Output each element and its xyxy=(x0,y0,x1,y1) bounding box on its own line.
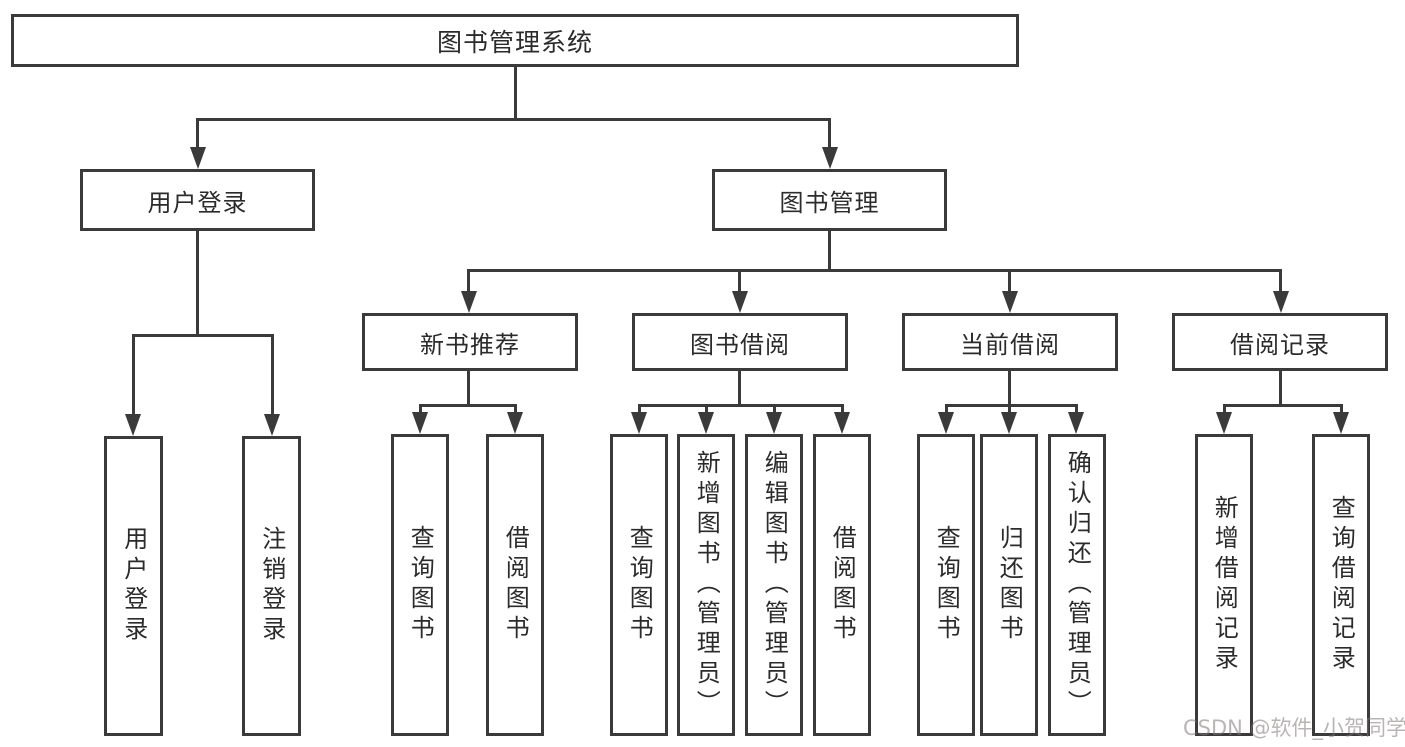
connector-line xyxy=(738,369,741,407)
leaf-label: 用户登录 xyxy=(119,526,148,646)
arrow-down xyxy=(190,147,206,169)
connector-line xyxy=(773,404,776,416)
node-library-management-system: 图书管理系统 xyxy=(11,14,1019,67)
connector-line xyxy=(196,118,831,121)
connector-line xyxy=(1223,404,1226,416)
leaf-label: 查询图书 xyxy=(406,525,435,645)
connector-line xyxy=(1075,404,1078,416)
node-current-borrowing: 当前借阅 xyxy=(902,313,1118,371)
connector-line xyxy=(1008,369,1011,407)
arrow-down xyxy=(264,414,280,436)
connector-line xyxy=(638,404,844,407)
leaf-label: 查询借阅记录 xyxy=(1327,495,1356,675)
leaf-label: 确认归还（管理员） xyxy=(1063,450,1092,720)
arrow-down xyxy=(1001,412,1017,434)
node-book-management: 图书管理 xyxy=(712,169,947,231)
leaf-label: 借阅图书 xyxy=(828,525,857,645)
connector-line xyxy=(1008,269,1011,295)
leaf-label: 新增借阅记录 xyxy=(1210,495,1239,675)
connector-line xyxy=(841,404,844,416)
node-label: 新书推荐 xyxy=(420,330,520,359)
connector-line xyxy=(1008,404,1011,416)
connector-line xyxy=(419,404,517,407)
connector-line xyxy=(132,334,135,417)
connector-line xyxy=(271,334,274,417)
node-label: 用户登录 xyxy=(147,188,248,217)
connector-line xyxy=(738,269,741,295)
arrow-down xyxy=(732,291,748,313)
connector-line xyxy=(1223,404,1343,407)
arrow-down xyxy=(1273,291,1289,313)
leaf-query-books-3: 查询图书 xyxy=(917,434,975,736)
node-user-login: 用户登录 xyxy=(80,169,315,231)
arrow-down xyxy=(1333,412,1349,434)
node-label: 借阅记录 xyxy=(1230,330,1330,359)
connector-line xyxy=(1340,404,1343,416)
leaf-label: 注销登录 xyxy=(257,526,286,646)
node-label: 图书借阅 xyxy=(690,330,790,359)
connector-line xyxy=(514,404,517,416)
arrow-down xyxy=(698,412,714,434)
arrow-down xyxy=(507,412,523,434)
connector-line xyxy=(196,231,199,336)
arrow-down xyxy=(938,412,954,434)
node-new-book-recommendation: 新书推荐 xyxy=(362,313,578,371)
connector-line xyxy=(1279,269,1282,295)
node-label: 图书管理 xyxy=(779,188,880,217)
leaf-return-books: 归还图书 xyxy=(980,434,1038,736)
connector-line xyxy=(468,269,1282,272)
connector-line xyxy=(828,231,831,272)
node-book-borrowing: 图书借阅 xyxy=(632,313,848,371)
leaf-add-books-admin: 新增图书（管理员） xyxy=(677,434,735,736)
leaf-edit-books-admin: 编辑图书（管理员） xyxy=(745,434,803,736)
leaf-add-borrow-record: 新增借阅记录 xyxy=(1195,434,1253,736)
arrow-down xyxy=(412,412,428,434)
connector-line xyxy=(196,118,199,150)
connector-line xyxy=(638,404,641,416)
connector-line xyxy=(419,404,422,416)
arrow-down xyxy=(834,412,850,434)
connector-line xyxy=(945,404,1078,407)
connector-line xyxy=(1279,369,1282,407)
arrow-down xyxy=(766,412,782,434)
arrow-down xyxy=(1216,412,1232,434)
leaf-borrow-books-1: 借阅图书 xyxy=(486,434,544,736)
leaf-label: 新增图书（管理员） xyxy=(692,450,721,720)
leaf-label: 借阅图书 xyxy=(501,525,530,645)
connector-line xyxy=(467,269,470,295)
connector-line xyxy=(705,404,708,416)
leaf-label: 查询图书 xyxy=(932,525,961,645)
node-label: 图书管理系统 xyxy=(436,27,593,57)
leaf-user-login: 用户登录 xyxy=(104,436,163,736)
leaf-label: 查询图书 xyxy=(625,525,654,645)
leaf-query-books-2: 查询图书 xyxy=(610,434,668,736)
arrow-down xyxy=(461,291,477,313)
arrow-down xyxy=(125,414,141,436)
leaf-label: 编辑图书（管理员） xyxy=(760,450,789,720)
leaf-confirm-return-admin: 确认归还（管理员） xyxy=(1048,434,1106,736)
leaf-label: 归还图书 xyxy=(995,525,1024,645)
leaf-logout: 注销登录 xyxy=(242,436,301,736)
leaf-query-books-1: 查询图书 xyxy=(391,434,449,736)
csdn-watermark: CSDN @软件_小贺同学 xyxy=(1183,716,1405,740)
connector-line xyxy=(828,118,831,150)
arrow-down xyxy=(631,412,647,434)
arrow-down xyxy=(822,147,838,169)
connector-line xyxy=(514,67,517,120)
node-label: 当前借阅 xyxy=(960,330,1060,359)
node-borrowing-records: 借阅记录 xyxy=(1172,313,1388,371)
connector-line xyxy=(467,369,470,407)
leaf-borrow-books-2: 借阅图书 xyxy=(813,434,871,736)
connector-line xyxy=(132,334,274,337)
arrow-down xyxy=(1068,412,1084,434)
leaf-query-borrow-record: 查询借阅记录 xyxy=(1312,434,1370,736)
arrow-down xyxy=(1002,291,1018,313)
connector-line xyxy=(945,404,948,416)
